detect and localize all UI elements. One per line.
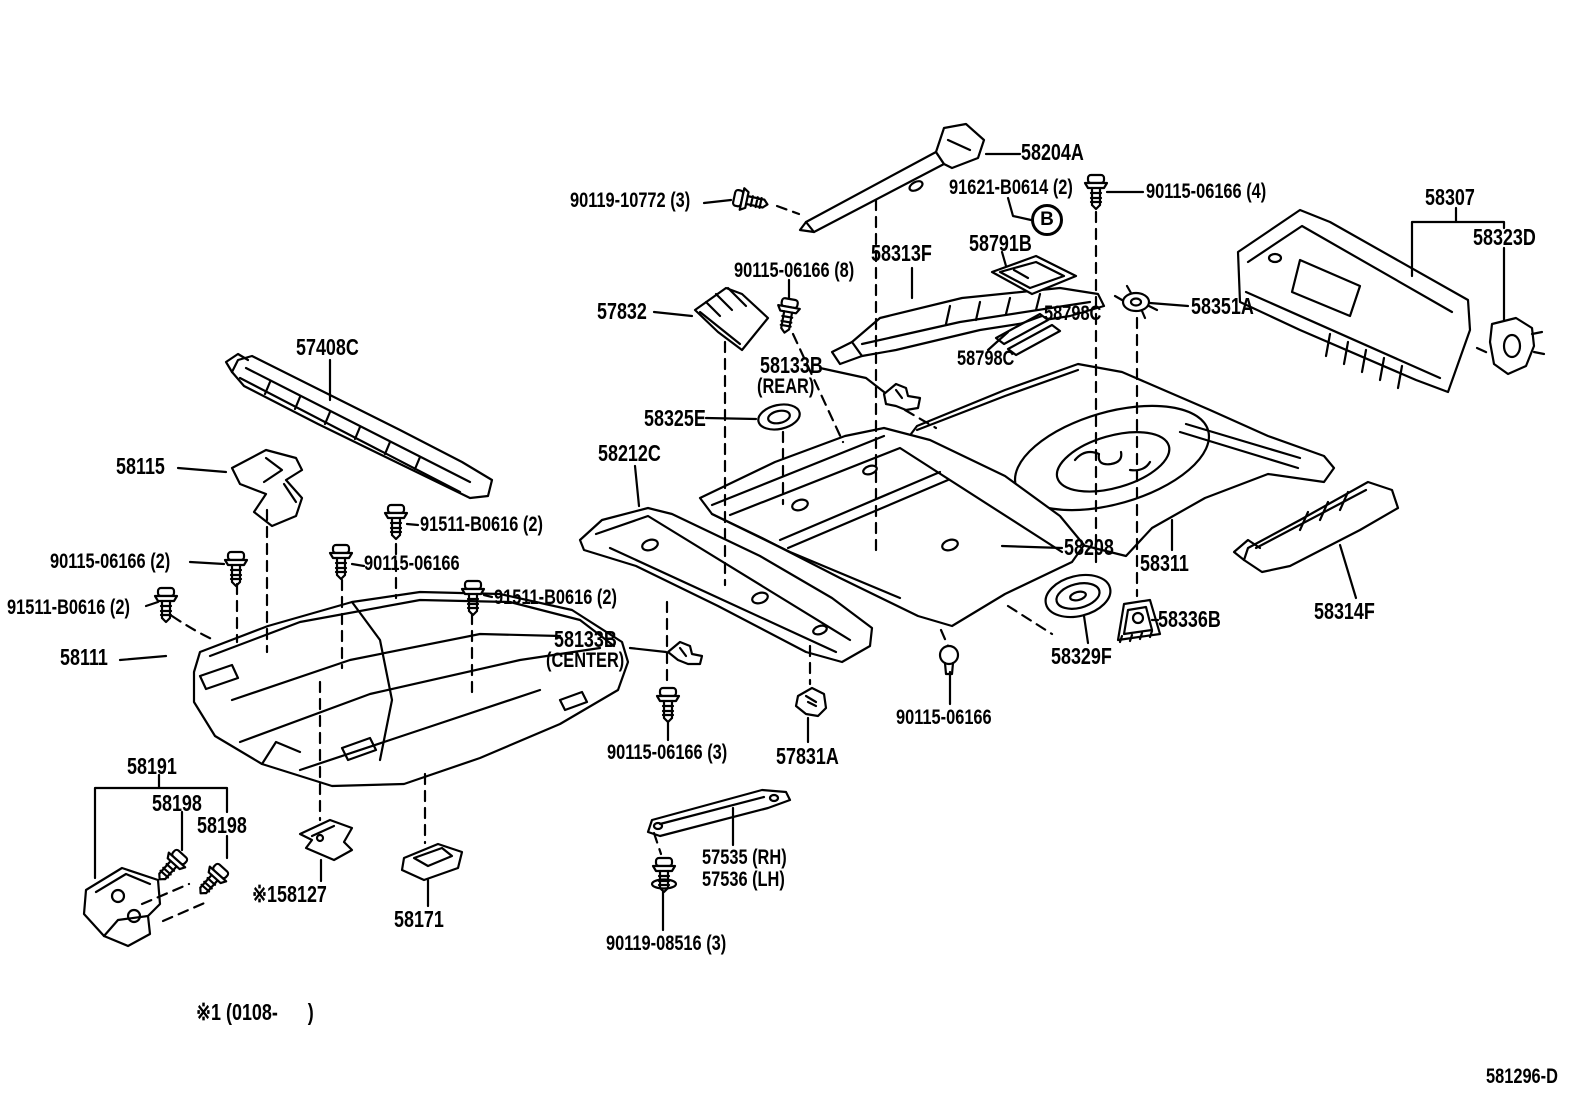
label-91511-b0616-left: 91511-B0616 (2) — [7, 596, 130, 619]
footnote: ※1 (0108- ) — [196, 999, 314, 1025]
label-57831a: 57831A — [776, 743, 839, 769]
label-58198-a: 58198 — [152, 790, 202, 816]
label-91511-b0616-upper: 91511-B0616 (2) — [420, 513, 543, 536]
label-58133b-rear-line2: (REAR) — [757, 375, 815, 398]
part-58171-plate-drawing — [400, 842, 464, 882]
part-58313f-support-drawing — [830, 286, 1106, 366]
bolt-icon — [223, 550, 249, 588]
part-58323d-bracket-drawing — [1488, 316, 1546, 376]
bolt-icon — [1083, 173, 1109, 211]
label-58208: 58208 — [1064, 534, 1114, 560]
label-58198-b: 58198 — [197, 812, 247, 838]
label-58307: 58307 — [1425, 184, 1475, 210]
label-58329f: 58329F — [1051, 643, 1112, 669]
label-91621-b0614: 91621-B0614 (2) — [949, 176, 1073, 199]
part-57831a-clamp-drawing — [794, 686, 828, 718]
part-58329f-grommet-drawing — [1044, 573, 1112, 619]
label-58133b-rear-line1: 58133B — [760, 352, 823, 378]
part-58314f-side-member-drawing — [1232, 480, 1400, 574]
label-58111: 58111 — [60, 644, 108, 670]
part-58133b-center-clamp-drawing — [666, 640, 704, 666]
label-58314f: 58314F — [1314, 598, 1375, 624]
bolt-icon — [772, 296, 803, 336]
part-58133b-rear-clamp-drawing — [882, 382, 922, 412]
part-57408c-crossmember-drawing — [224, 352, 494, 500]
label-58204a: 58204A — [1021, 139, 1084, 165]
label-58313f: 58313F — [871, 240, 932, 266]
label-158127: ※158127 — [252, 881, 327, 907]
part-57535-bar-drawing — [646, 788, 792, 838]
label-57408c: 57408C — [296, 334, 359, 360]
washer-icon — [650, 878, 678, 890]
part-58204a-brace-bar-drawing — [798, 122, 986, 234]
label-90115-06166-4: 90115-06166 (4) — [1146, 180, 1267, 203]
bolt-icon — [191, 859, 233, 902]
part-58191-bracket-drawing — [82, 866, 162, 948]
label-58133b-center-line2: (CENTER) — [546, 649, 625, 672]
label-57535-rh: 57535 (RH) — [702, 846, 787, 869]
label-58212c: 58212C — [598, 440, 661, 466]
label-90115-06166-center: 90115-06166 — [364, 552, 460, 575]
label-58191: 58191 — [127, 753, 177, 779]
part-58351a-fastener-drawing — [1113, 284, 1159, 320]
detail-marker-b: B — [1031, 204, 1063, 236]
label-57536-lh: 57536 (LH) — [702, 868, 785, 891]
label-58791b: 58791B — [969, 230, 1032, 256]
label-58325e: 58325E — [644, 405, 706, 431]
label-58311: 58311 — [1140, 550, 1189, 576]
label-58323d: 58323D — [1473, 224, 1536, 250]
label-91511-b0616-mid: 91511-B0616 (2) — [494, 586, 617, 609]
leader-lines — [93, 152, 1506, 932]
part-58111-front-floor-pan-drawing — [192, 590, 630, 788]
label-90115-06166-right: 90115-06166 — [896, 706, 992, 729]
label-58798c-b: 58798C — [957, 347, 1015, 370]
part-57832-bracket-drawing — [693, 286, 770, 352]
label-90115-06166-8: 90115-06166 (8) — [734, 259, 855, 282]
part-158127-plate-drawing — [298, 818, 354, 862]
construction-lines — [140, 198, 1490, 923]
pin-icon — [938, 644, 960, 676]
label-58171: 58171 — [394, 906, 444, 932]
bolt-icon — [328, 543, 354, 581]
part-58791b-plate-drawing — [990, 254, 1078, 296]
diagram-code: 581296-D — [1486, 1065, 1558, 1088]
part-58115-brace-drawing — [230, 448, 304, 528]
part-58336b-retainer-drawing — [1116, 598, 1162, 644]
label-58133b-center-line1: 58133B — [554, 626, 617, 652]
label-58798c-a: 58798C — [1044, 302, 1102, 325]
bolt-icon — [383, 503, 409, 541]
label-58336b: 58336B — [1158, 606, 1221, 632]
bolt-icon — [730, 185, 771, 217]
label-90115-06166-3: 90115-06166 (3) — [607, 741, 728, 764]
label-57832: 57832 — [597, 298, 647, 324]
bolt-icon — [655, 686, 681, 724]
fasteners — [150, 173, 1109, 902]
part-58208-rear-floor-pan-no2-drawing — [698, 426, 1086, 628]
label-58351a: 58351A — [1191, 293, 1254, 319]
label-90119-10772: 90119-10772 (3) — [570, 189, 691, 212]
part-58325e-plug-drawing — [757, 403, 801, 431]
label-90119-08516: 90119-08516 (3) — [606, 932, 727, 955]
part-58307-back-panel-drawing — [1236, 208, 1472, 394]
label-58115: 58115 — [116, 453, 165, 479]
label-90115-06166-2: 90115-06166 (2) — [50, 550, 171, 573]
